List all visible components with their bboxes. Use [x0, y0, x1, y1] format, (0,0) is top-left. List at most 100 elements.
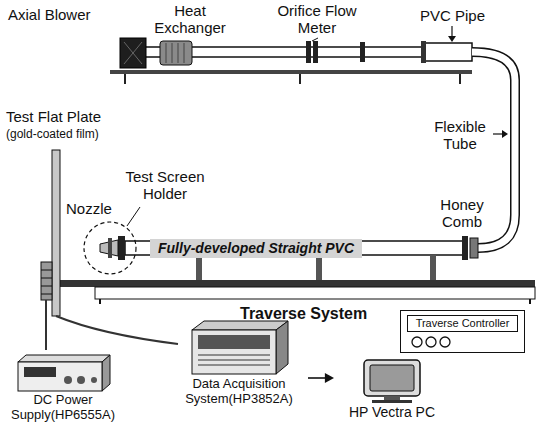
plate-connector	[41, 278, 52, 279]
power-supply-device-art	[6, 352, 120, 392]
pvc-pipe-arrow	[448, 26, 456, 42]
traverse-leg	[529, 299, 531, 304]
plate-connector	[41, 286, 52, 287]
part-label: Heat Exchanger	[148, 2, 232, 36]
blower-hatch	[124, 42, 142, 64]
device-knob	[91, 377, 97, 383]
part-note: (gold-coated film)	[6, 127, 99, 142]
heat-exchanger	[160, 41, 192, 65]
pipe-flange	[360, 42, 365, 62]
honey-comb	[462, 236, 478, 260]
upper-table	[110, 70, 472, 84]
pipe-support	[430, 255, 436, 280]
device-knob	[77, 376, 85, 384]
pipe-support	[196, 255, 202, 280]
computer-device: HP Vectra PC	[336, 358, 448, 420]
pipe-flange	[421, 41, 426, 63]
table-leg	[299, 74, 301, 84]
part-label: Honey Comb	[432, 196, 492, 230]
monitor-case	[364, 360, 420, 396]
exchanger-fin	[166, 43, 167, 63]
traverse-base	[60, 280, 535, 304]
device-panel	[198, 335, 270, 349]
device-label: HP Vectra PC	[336, 404, 448, 420]
pvc-pipe	[425, 43, 472, 61]
section-label: Fully-developed Straight PVC	[150, 239, 362, 258]
cable	[45, 300, 47, 350]
device-slot	[198, 355, 270, 356]
part-label: Test Screen Holder	[118, 168, 212, 202]
part-label: Flexible Tube	[428, 118, 492, 152]
part-label: Orifice Flow Meter	[268, 2, 366, 36]
leader-line	[451, 26, 452, 37]
device-top	[192, 321, 288, 330]
device-label: Data Acquisition System(HP3852A)	[172, 376, 306, 406]
leader-line	[312, 38, 318, 41]
exchanger-fin	[184, 43, 185, 63]
controller-button	[412, 337, 422, 347]
cable	[56, 316, 178, 344]
pipe-support	[316, 255, 322, 280]
plate-connector	[41, 294, 52, 295]
orifice-flow-meter	[306, 38, 318, 63]
test-flat-plate	[41, 150, 60, 316]
device-front	[192, 330, 276, 374]
system-label: Traverse System	[240, 304, 367, 323]
traverse-rail	[60, 280, 535, 287]
test-flat-plate	[52, 150, 60, 316]
traverse-leg	[99, 299, 101, 304]
honeycomb-flange	[470, 238, 478, 258]
controller-button	[440, 337, 450, 347]
nozzle-flange	[118, 236, 125, 260]
controller-button	[426, 337, 436, 347]
screen-holder	[108, 238, 112, 258]
part-label: PVC Pipe	[420, 7, 485, 24]
traverse-frame	[95, 287, 535, 299]
pipe-support	[196, 255, 436, 280]
controller-buttons	[407, 335, 507, 349]
device-label: DC Power Supply(HP6555A)	[6, 392, 120, 422]
device-slot	[198, 360, 270, 361]
upper-table	[110, 70, 472, 74]
table-leg	[459, 74, 461, 84]
part-label: Nozzle	[66, 200, 112, 217]
table-leg	[124, 74, 126, 84]
connector-arrow	[308, 373, 334, 383]
device-side	[102, 355, 110, 391]
connector-line	[308, 377, 326, 379]
test-screen-holder-circle	[84, 222, 136, 274]
axial-blower	[120, 38, 146, 68]
monitor-screen	[370, 365, 414, 391]
axial-blower	[120, 38, 146, 68]
monitor-stand	[384, 396, 400, 400]
device-knob	[64, 376, 72, 384]
leader-line	[493, 133, 503, 134]
data-acquisition-device-art	[172, 318, 306, 376]
device-display	[24, 367, 56, 377]
leader-line	[127, 207, 140, 226]
orifice-flange	[306, 41, 311, 63]
leader-arrowhead	[502, 130, 508, 138]
computer-device-art	[336, 358, 448, 404]
leader-arrowhead	[448, 36, 456, 42]
device-side	[276, 321, 288, 374]
device-front	[18, 362, 102, 391]
controller-label: Traverse Controller	[407, 315, 518, 332]
arrowhead	[325, 373, 334, 383]
honeycomb-flange	[462, 236, 468, 260]
blower-hatch	[124, 42, 142, 64]
data-acquisition-device: Data Acquisition System(HP3852A)	[172, 318, 306, 406]
part-label: Test Flat Plate	[6, 108, 101, 125]
controller-box: Traverse Controller	[400, 310, 525, 353]
device-slot	[198, 365, 270, 366]
plate-connector	[41, 270, 52, 271]
nozzle	[100, 236, 125, 260]
part-label: Axial Blower	[8, 6, 91, 23]
device-top	[18, 355, 110, 362]
flexible-tube-arrow	[493, 130, 508, 138]
power-supply-device: DC Power Supply(HP6555A)	[6, 352, 120, 422]
monitor-base	[372, 400, 412, 403]
heat-exchanger	[160, 41, 192, 65]
orifice-flange	[313, 41, 318, 63]
